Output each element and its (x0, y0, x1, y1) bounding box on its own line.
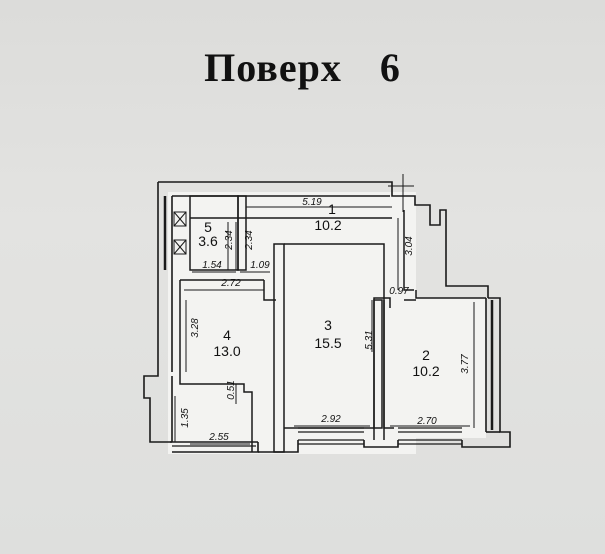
room-4-number: 4 (223, 327, 231, 343)
room-3-number: 3 (324, 317, 332, 333)
dim-5-19: 5.19 (302, 197, 322, 208)
dim-2-34-a: 2.34 (224, 230, 235, 251)
dim-2-55: 2.55 (208, 432, 229, 443)
dim-1-09: 1.09 (250, 260, 270, 271)
dim-2-72: 2.72 (220, 278, 241, 289)
crosshair-marks (388, 174, 414, 212)
dim-1-54: 1.54 (202, 260, 222, 271)
floor-title: Поверх 6 (0, 44, 605, 91)
dim-2-92: 2.92 (320, 414, 341, 425)
room-5-number: 5 (204, 219, 212, 235)
dim-3-04: 3.04 (404, 236, 415, 256)
dim-0-97: 0.97 (389, 286, 409, 297)
dim-5-31: 5.31 (364, 330, 375, 349)
room-1-number: 1 (328, 201, 336, 217)
dim-3-28: 3.28 (190, 318, 201, 338)
dim-0-51: 0.51 (226, 380, 237, 399)
room-3-area: 15.5 (314, 335, 341, 351)
ventilation-boxes (173, 211, 187, 255)
floor-title-word: Поверх (204, 45, 342, 90)
dimension-lines (174, 206, 475, 445)
dim-3-77: 3.77 (460, 354, 471, 374)
wall-hatches (163, 196, 494, 430)
inner-walls (179, 195, 486, 453)
room-4-area: 13.0 (213, 343, 240, 359)
dim-2-34-b: 2.34 (244, 230, 255, 251)
dim-2-70: 2.70 (416, 416, 437, 427)
dim-1-35: 1.35 (180, 408, 191, 428)
floor-number: 6 (379, 45, 401, 90)
room-1-area: 10.2 (314, 217, 341, 233)
room-5-area: 3.6 (198, 233, 218, 249)
room-2-area: 10.2 (412, 363, 439, 379)
room-2-number: 2 (422, 347, 430, 363)
